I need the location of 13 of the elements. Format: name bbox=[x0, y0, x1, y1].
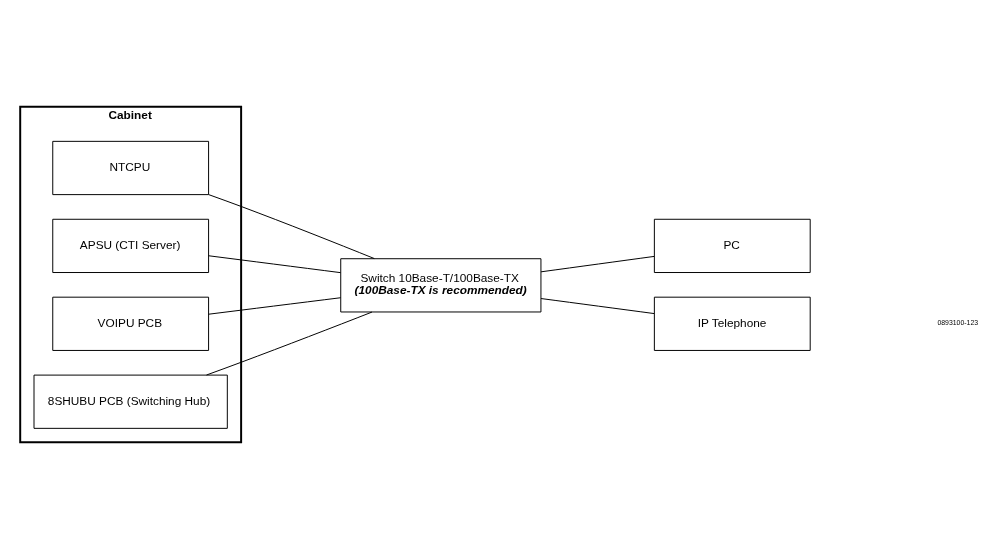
connector bbox=[208, 296, 342, 315]
node-box: NTCPU bbox=[52, 140, 210, 195]
node-box: APSU (CTI Server) bbox=[52, 218, 210, 273]
node-box: IP Telephone bbox=[653, 296, 811, 351]
connector bbox=[540, 297, 655, 314]
node-box: 8SHUBU PCB (Switching Hub) bbox=[33, 374, 228, 429]
node-box: VOIPU PCB bbox=[52, 296, 210, 351]
node-box: PC bbox=[653, 218, 811, 273]
node-box: Switch 10Base-T/100Base-TX (100Base-TX is recommended) bbox=[340, 257, 542, 312]
connector bbox=[540, 255, 655, 272]
connector bbox=[208, 254, 342, 273]
connector bbox=[208, 193, 375, 259]
connector bbox=[206, 311, 373, 375]
